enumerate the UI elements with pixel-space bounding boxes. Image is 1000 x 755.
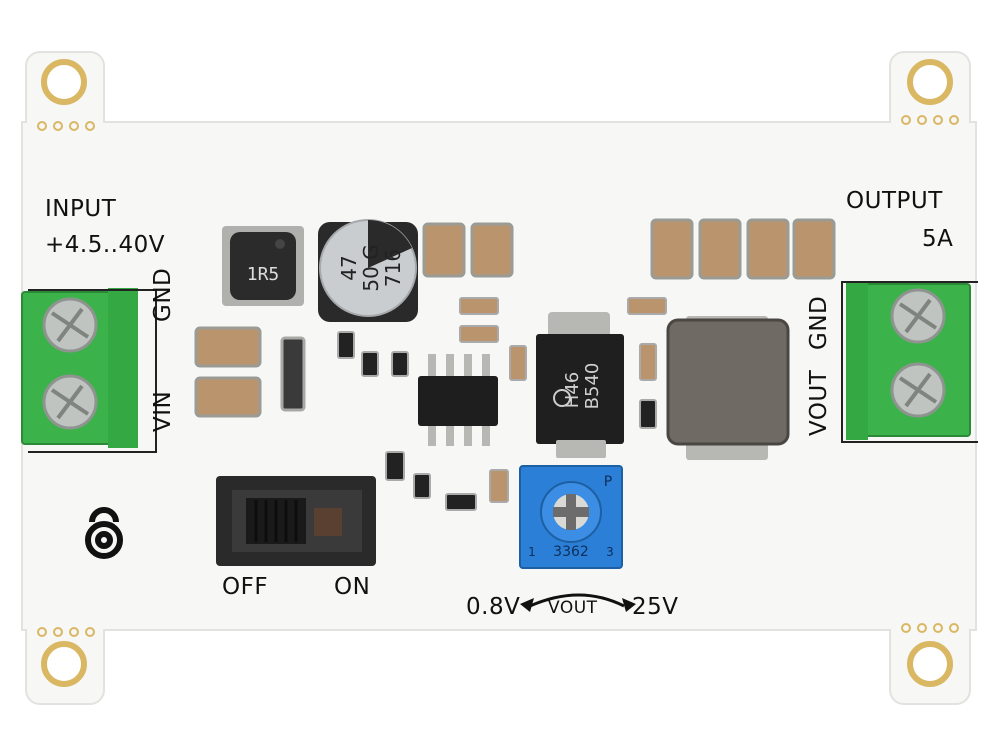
slide-switch <box>216 476 376 566</box>
capacitor-marking-3: 716 <box>381 249 405 287</box>
adjust-arrow-icon <box>529 593 625 608</box>
ceramic-capacitors-left <box>194 326 262 418</box>
resistor <box>280 336 306 412</box>
schottky-diode <box>536 312 624 458</box>
electrolytic-capacitor <box>318 219 418 322</box>
ceramic-capacitors-top <box>422 218 836 280</box>
smd-resistors <box>337 297 667 511</box>
switch-off-label: OFF <box>222 574 269 600</box>
trimmer-pin-3: 3 <box>606 545 614 559</box>
input-gnd-label: GND <box>150 267 176 322</box>
vout-min-label: 0.8V <box>466 594 521 620</box>
switch-on-label: ON <box>334 574 371 600</box>
output-title: OUTPUT <box>846 188 943 214</box>
inductor-1r5 <box>222 226 304 306</box>
input-vin-label: VIN <box>150 390 176 432</box>
diode-marking-1: H46 <box>562 372 583 408</box>
capacitor-marking-2: 50 G <box>359 244 383 291</box>
diode-marking-2: B540 <box>582 363 603 410</box>
input-voltage-range: +4.5..40V <box>45 232 165 258</box>
capacitor-marking-1: 47 <box>337 255 361 280</box>
mounting-hole <box>41 59 953 687</box>
output-gnd-label: GND <box>806 295 832 350</box>
output-terminal-block <box>846 282 971 440</box>
input-terminal-block <box>21 288 138 448</box>
brand-logo-icon <box>85 507 123 559</box>
trimmer-potentiometer <box>519 465 623 569</box>
trimmer-pin-1: 1 <box>528 545 536 559</box>
vout-adjust-label: VOUT <box>548 598 598 618</box>
output-vout-label: VOUT <box>806 369 832 436</box>
ic-chip <box>418 354 498 446</box>
power-inductor <box>666 316 790 460</box>
trimmer-marking: 3362 <box>553 544 589 560</box>
input-title: INPUT <box>45 196 117 222</box>
inductor-marking: 1R5 <box>247 264 280 285</box>
output-current: 5A <box>922 226 954 252</box>
edge-vias <box>37 115 959 637</box>
vout-max-label: 25V <box>632 594 679 620</box>
trimmer-mark: P <box>604 474 612 490</box>
